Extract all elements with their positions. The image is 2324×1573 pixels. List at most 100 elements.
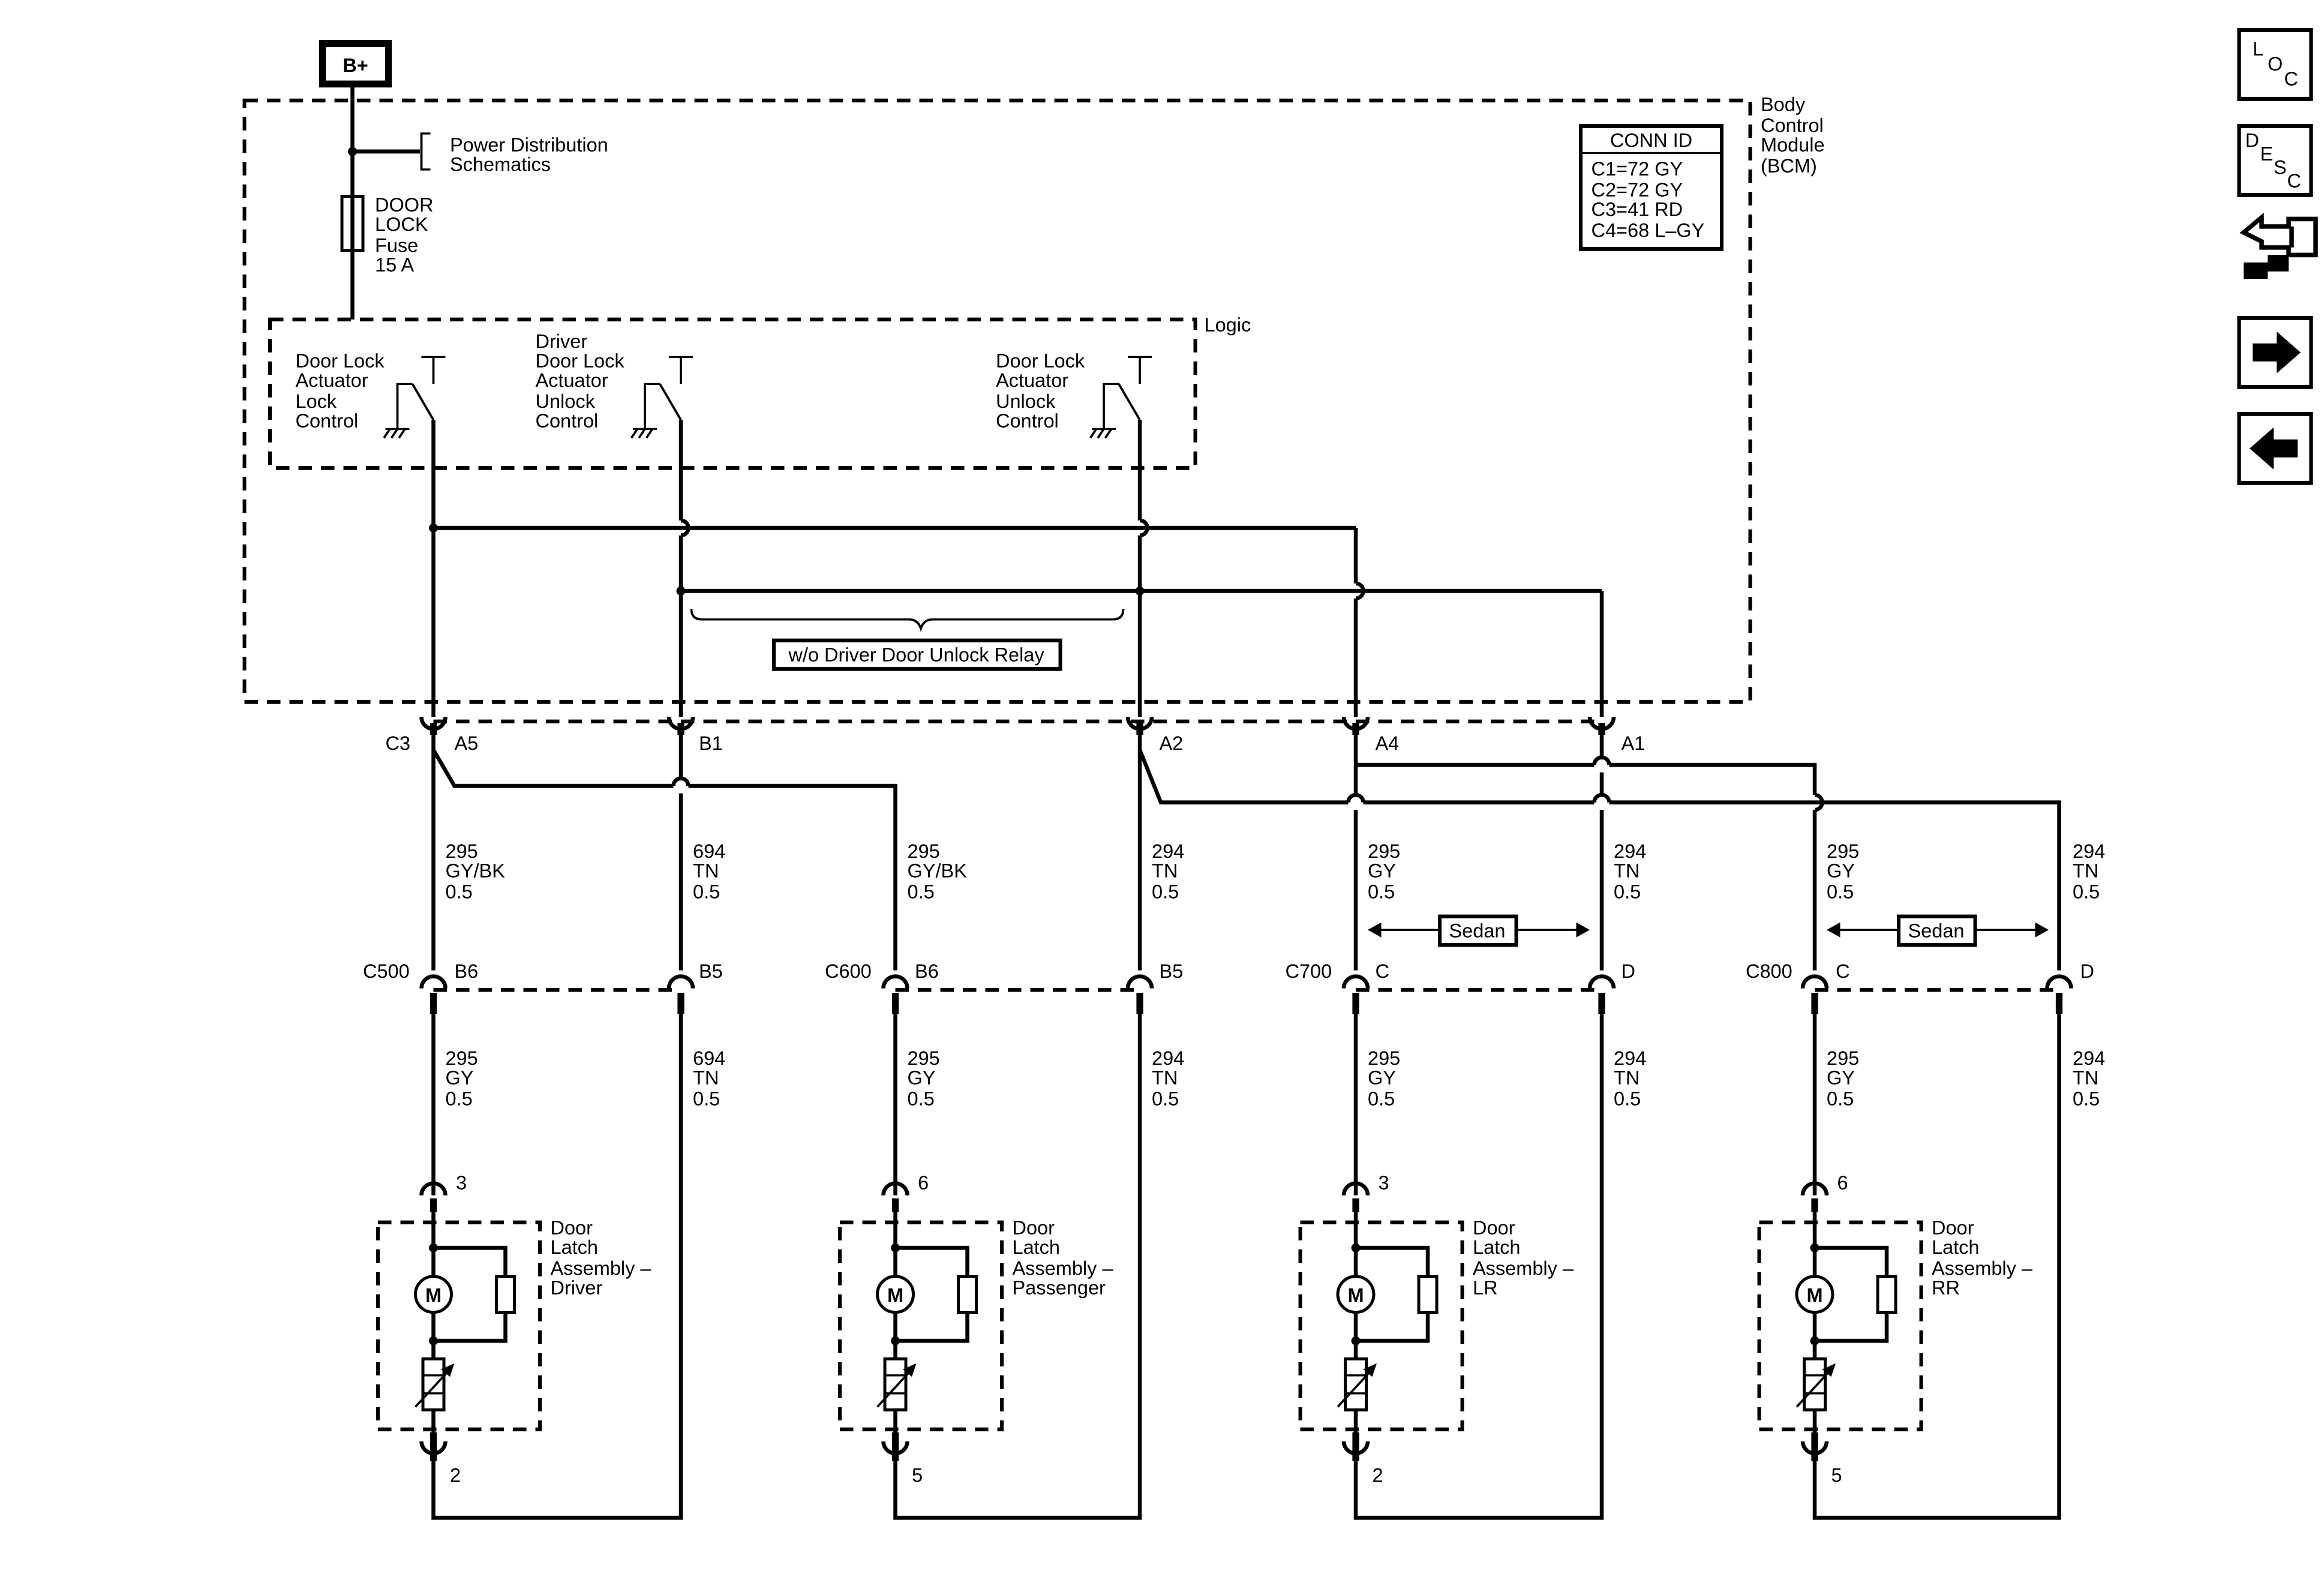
diagram-label: w/o Driver Door Unlock Relay bbox=[788, 644, 1044, 666]
diagram-label: Fuse bbox=[375, 235, 418, 256]
diagram-label: Assembly – bbox=[1932, 1257, 2033, 1279]
c3-label: C3 bbox=[386, 733, 411, 754]
position-sensor-icon bbox=[421, 1357, 446, 1412]
diagram-label: E bbox=[2260, 143, 2274, 165]
diagram-label: Control bbox=[536, 410, 599, 432]
door-latch-assembly-driver: 3 M 2 Door Latch Assembly – Driver bbox=[376, 1014, 683, 1520]
diagram-label: C4=68 L–GY bbox=[1592, 220, 1705, 241]
diagram-label: 694 bbox=[693, 1047, 725, 1069]
diagram-label: 295 bbox=[908, 1047, 940, 1069]
bcm-outline bbox=[242, 98, 1752, 704]
diagram-label: 0.5 bbox=[908, 1088, 935, 1110]
diagram-label: Sedan bbox=[1449, 920, 1506, 942]
diagram-label: Module bbox=[1761, 134, 1825, 156]
door-latch-assembly-lr: 3 M 2 Door Latch Assembly – LR bbox=[1298, 1014, 1604, 1520]
diagram-label: 0.5 bbox=[1152, 881, 1179, 903]
position-sensor-icon bbox=[883, 1357, 908, 1412]
diagram-label: Control bbox=[996, 410, 1059, 432]
diagram-label: Assembly – bbox=[1013, 1257, 1114, 1279]
diagram-label: M bbox=[425, 1284, 442, 1306]
diagram-label: D bbox=[2245, 130, 2259, 151]
diagram-label: Latch bbox=[551, 1236, 599, 1258]
diagram-label: B6 bbox=[455, 960, 479, 982]
diagram-label: GY bbox=[1368, 860, 1396, 882]
diagram-label: Actuator bbox=[296, 370, 368, 391]
diagram-label: Door Lock bbox=[296, 350, 385, 372]
sedan-indicator-rr: Sedan bbox=[1827, 914, 2049, 947]
diagram-label: 294 bbox=[2073, 840, 2105, 862]
diagram-label: 6 bbox=[918, 1172, 929, 1194]
diagram-label: Lock bbox=[296, 391, 337, 412]
diagram-label: 3 bbox=[456, 1172, 467, 1194]
diagram-label: (BCM) bbox=[1761, 155, 1817, 177]
diagram-label: C3=41 RD bbox=[1592, 199, 1683, 220]
diagram-label: Unlock bbox=[996, 391, 1056, 412]
diagram-label: Latch bbox=[1013, 1236, 1061, 1258]
diagram-label: 0.5 bbox=[1614, 881, 1641, 903]
diagram-label: 295 bbox=[1827, 1047, 1859, 1069]
diagram-label: 2 bbox=[1373, 1464, 1383, 1486]
diagram-label: M bbox=[887, 1284, 903, 1306]
diagram-label: TN bbox=[1614, 1067, 1640, 1089]
diagram-label: 294 bbox=[1152, 1047, 1184, 1069]
diagram-label: 0.5 bbox=[1614, 1088, 1641, 1110]
next-arrow-icon[interactable] bbox=[2237, 316, 2313, 389]
diagram-label: Unlock bbox=[536, 391, 596, 412]
position-sensor-icon bbox=[1803, 1357, 1827, 1412]
inline-connector-c600: C600 B6 B5 bbox=[825, 960, 1183, 1014]
diagram-label: C600 bbox=[825, 960, 872, 982]
diagram-label: Door bbox=[1013, 1217, 1055, 1239]
diagram-label: TN bbox=[1152, 860, 1178, 882]
diagram-label: B5 bbox=[699, 960, 723, 982]
diagram-label: 295 bbox=[1368, 840, 1400, 862]
diagram-label: C700 bbox=[1286, 960, 1332, 982]
connector-icon[interactable] bbox=[2239, 212, 2318, 280]
diagram-label: GY bbox=[1827, 1067, 1855, 1089]
diagram-label: Door bbox=[551, 1217, 593, 1239]
diagram-label: LOCK bbox=[375, 214, 428, 235]
diagram-label: B5 bbox=[1160, 960, 1184, 982]
pin-b1: B1 bbox=[699, 733, 723, 754]
diagram-label: GY/BK bbox=[446, 860, 506, 882]
diagram-label: GY/BK bbox=[908, 860, 968, 882]
bcm-internal-wiring bbox=[429, 420, 1604, 717]
diagram-label: 294 bbox=[1152, 840, 1184, 862]
diagram-label: 5 bbox=[1831, 1464, 1842, 1486]
diagram-label: 0.5 bbox=[908, 881, 935, 903]
diagram-label: TN bbox=[2073, 860, 2098, 882]
pin-a4: A4 bbox=[1376, 733, 1400, 754]
c3-terminals bbox=[419, 716, 1616, 735]
diagram-label: GY bbox=[1368, 1067, 1396, 1089]
diagram-label: TN bbox=[1152, 1067, 1178, 1089]
diagram-label: Sedan bbox=[1908, 920, 1965, 942]
relay-note: w/o Driver Door Unlock Relay bbox=[772, 638, 1062, 671]
pin-a2: A2 bbox=[1160, 733, 1184, 754]
diagram-label: DOOR bbox=[375, 194, 434, 216]
diagram-label: 294 bbox=[2073, 1047, 2105, 1069]
diagram-label: Driver bbox=[536, 331, 588, 352]
inline-connector-c500: C500 B6 B5 bbox=[363, 960, 723, 1014]
diagram-label: L bbox=[2253, 38, 2263, 60]
loc-button[interactable]: L O C bbox=[2237, 28, 2313, 101]
door-latch-assembly-passenger: 6 M 5 Door Latch Assembly – Passenger bbox=[838, 1014, 1142, 1520]
diagram-label: Latch bbox=[1932, 1236, 1980, 1258]
diagram-label: Schematics bbox=[450, 154, 551, 175]
diagram-label: 0.5 bbox=[1827, 881, 1854, 903]
diagram-label: C800 bbox=[1746, 960, 1792, 982]
previous-arrow-icon[interactable] bbox=[2237, 412, 2313, 485]
diagram-label: O bbox=[2268, 53, 2283, 75]
diagram-label: C1=72 GY bbox=[1592, 158, 1683, 180]
diagram-label: TN bbox=[1614, 860, 1640, 882]
desc-button[interactable]: D E S C bbox=[2237, 124, 2313, 197]
diagram-label: Control bbox=[1761, 115, 1824, 136]
diagram-label: TN bbox=[693, 860, 719, 882]
diagram-label: Door Lock bbox=[536, 350, 625, 372]
conn-id-box: CONN ID C1=72 GY C2=72 GY C3=41 RD C4=68… bbox=[1579, 124, 1724, 251]
power-label: B+ bbox=[343, 55, 368, 76]
door-lock-fuse bbox=[340, 195, 365, 252]
diagram-label: 0.5 bbox=[693, 881, 720, 903]
inline-connector-c800: C800 C D bbox=[1746, 960, 2094, 1014]
power-distribution-label: Power Distribution Schematics bbox=[450, 134, 608, 176]
lock-control-switch: Door Lock Actuator Lock Control bbox=[296, 350, 446, 439]
